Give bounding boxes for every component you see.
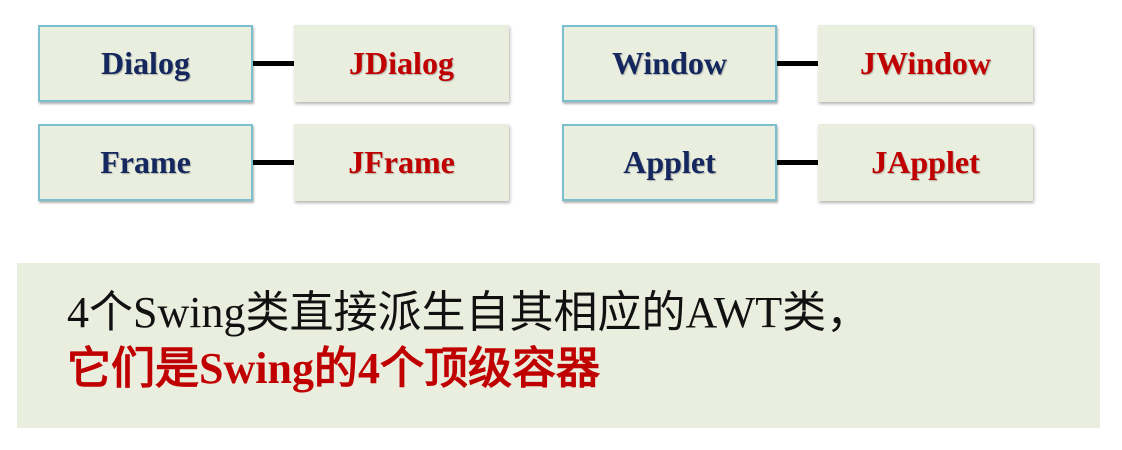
awt-class-label: Dialog [101,45,190,81]
swing-class-label: JApplet [871,144,980,180]
swing-class-label: JWindow [859,45,991,81]
summary-line-1: 4个Swing类直接派生自其相应的AWT类， [67,288,871,337]
swing-class-label: JFrame [348,144,455,180]
swing-class-label: JDialog [349,45,454,81]
awt-class-box-dialog: Dialog [38,25,253,102]
awt-class-label: Frame [100,144,191,180]
awt-class-box-applet: Applet [562,124,777,201]
swing-class-box-japplet: JApplet [818,124,1033,201]
connector-line [777,61,818,66]
summary-line-2: 它们是Swing的4个顶级容器 [67,344,600,393]
swing-class-box-jdialog: JDialog [294,25,509,102]
awt-class-box-frame: Frame [38,124,253,201]
awt-class-label: Applet [623,144,716,180]
connector-line [253,160,294,165]
connector-line [253,61,294,66]
connector-line [777,160,818,165]
awt-class-box-window: Window [562,25,777,102]
awt-class-label: Window [611,45,727,81]
swing-class-box-jwindow: JWindow [818,25,1033,102]
summary-banner: 4个Swing类直接派生自其相应的AWT类， 它们是Swing的4个顶级容器 [17,263,1100,428]
swing-class-box-jframe: JFrame [294,124,509,201]
